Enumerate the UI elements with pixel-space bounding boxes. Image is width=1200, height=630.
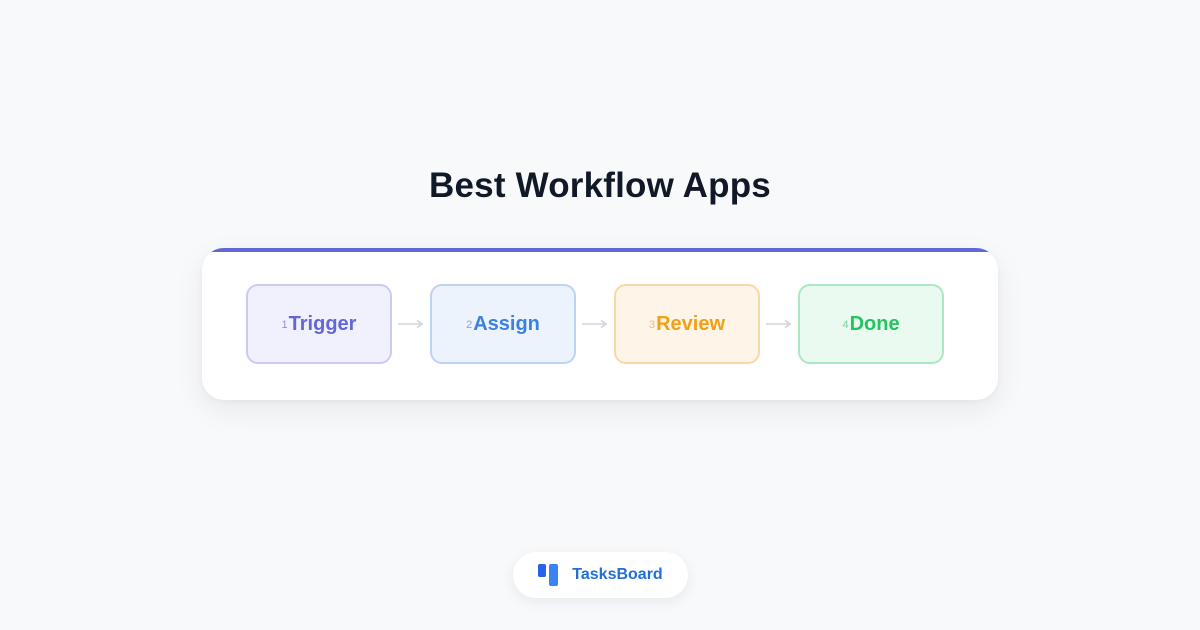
arrow-right-icon <box>576 319 614 329</box>
step-number: 4 <box>842 319 849 331</box>
brand-badge[interactable]: TasksBoard <box>513 552 688 598</box>
card-accent-bar <box>202 248 998 252</box>
step-trigger[interactable]: 1 Trigger <box>246 284 392 364</box>
workflow-card: 1 Trigger 2 Assign 3 Review <box>202 248 998 400</box>
step-label: Review <box>656 312 726 335</box>
step-label: Assign <box>473 312 540 335</box>
workflow-steps: 1 Trigger 2 Assign 3 Review <box>246 284 944 364</box>
step-number: 1 <box>281 319 288 331</box>
step-number: 3 <box>648 319 656 331</box>
step-done[interactable]: 4 Done <box>798 284 944 364</box>
step-number: 2 <box>466 319 473 331</box>
step-label: Done <box>849 312 900 335</box>
brand-name: TasksBoard <box>572 566 663 583</box>
arrow-right-icon <box>392 319 430 329</box>
step-label: Trigger <box>288 312 357 335</box>
step-assign[interactable]: 2 Assign <box>430 284 576 364</box>
page-title: Best Workflow Apps <box>429 166 771 205</box>
arrow-right-icon <box>760 319 798 329</box>
step-review[interactable]: 3 Review <box>614 284 760 364</box>
tasksboard-logo-icon <box>538 564 562 586</box>
